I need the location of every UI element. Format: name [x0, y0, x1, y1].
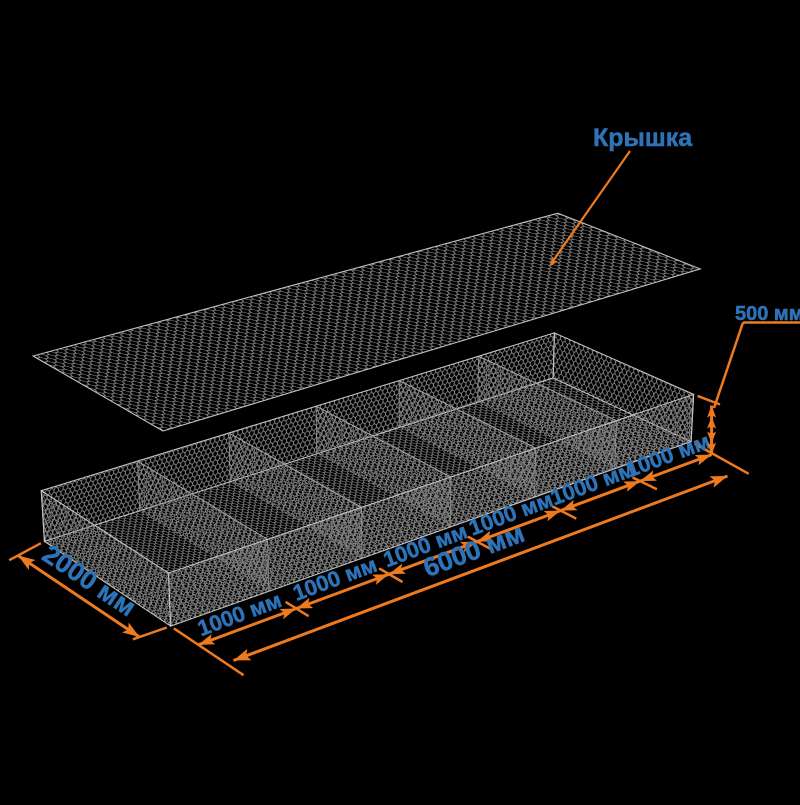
svg-text:500 мм: 500 мм [735, 303, 800, 325]
svg-text:Крышка: Крышка [593, 124, 693, 152]
